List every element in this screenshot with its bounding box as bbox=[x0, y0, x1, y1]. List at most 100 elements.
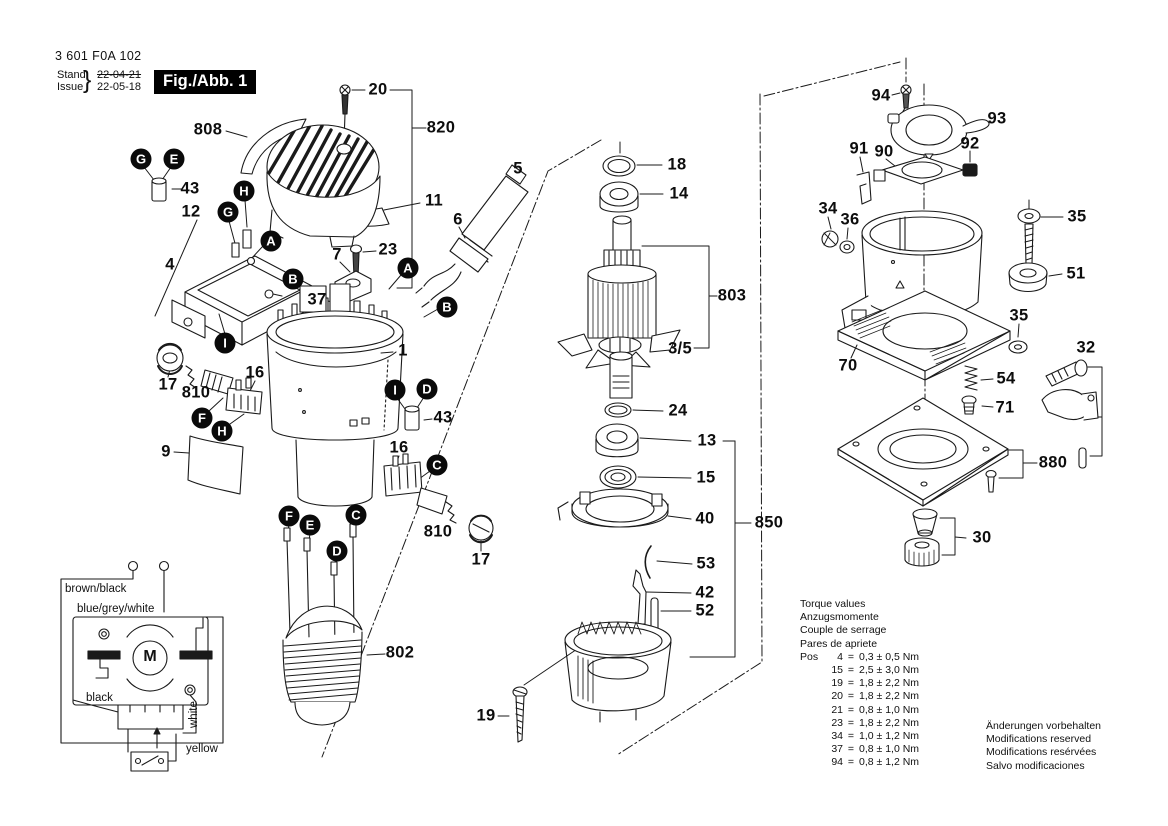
part-label-52: 52 bbox=[695, 601, 715, 620]
part-label-12: 12 bbox=[181, 202, 201, 221]
part-label-92: 92 bbox=[960, 134, 980, 153]
connector-balloon-I: I bbox=[384, 379, 406, 401]
armature-column-drawing bbox=[557, 155, 681, 633]
part-label-43: 43 bbox=[433, 408, 453, 427]
wire-label-black: black bbox=[86, 692, 113, 704]
screw-19-drawing bbox=[512, 686, 528, 743]
part-label-9: 9 bbox=[161, 442, 171, 461]
connector-balloon-F: F bbox=[278, 505, 300, 527]
part-label-5: 5 bbox=[513, 159, 523, 178]
connector-balloon-C: C bbox=[426, 454, 448, 476]
part-label-803: 803 bbox=[717, 286, 747, 305]
bearing-housing-drawing bbox=[564, 621, 672, 723]
part-label-40: 40 bbox=[695, 509, 715, 528]
motor-symbol-label: M bbox=[143, 648, 157, 665]
connector-balloon-D: D bbox=[416, 378, 438, 400]
brush-set-left-drawing bbox=[156, 343, 263, 415]
part-label-70: 70 bbox=[838, 356, 858, 375]
part-label-16: 16 bbox=[389, 438, 409, 457]
part-label-51: 51 bbox=[1066, 264, 1086, 283]
part-label-94: 94 bbox=[871, 86, 891, 105]
torque-row-pos-94: 94=0,8 ± 1,2 Nm bbox=[831, 756, 920, 769]
part-label-54: 54 bbox=[996, 369, 1016, 388]
connector-balloon-B: B bbox=[436, 296, 458, 318]
part-label-30: 30 bbox=[972, 528, 992, 547]
connector-balloon-B: B bbox=[282, 268, 304, 290]
connector-balloon-A: A bbox=[260, 230, 282, 252]
part-label-6: 6 bbox=[453, 210, 463, 229]
power-cord-drawing bbox=[415, 164, 529, 308]
part-label-11: 11 bbox=[424, 191, 444, 210]
torque-table-title-line: Anzugsmomente bbox=[800, 611, 879, 624]
wiring-schematic-drawing bbox=[60, 560, 224, 772]
part-label-36: 36 bbox=[840, 210, 860, 229]
part-label-850: 850 bbox=[754, 513, 784, 532]
wire-label-yellow: yellow bbox=[186, 743, 218, 755]
router-base-drawing bbox=[821, 84, 1099, 567]
torque-row-pos-21: 21=0,8 ± 1,0 Nm bbox=[831, 703, 920, 716]
data-plate-drawing bbox=[187, 435, 244, 495]
brace-glyph: } bbox=[83, 66, 92, 94]
part-label-24: 24 bbox=[668, 401, 688, 420]
torque-row-pos-34: 34=1,0 ± 1,2 Nm bbox=[831, 730, 920, 743]
field-coil-drawing bbox=[282, 523, 363, 726]
motor-cover-drawing bbox=[240, 84, 390, 248]
connector-balloon-C: C bbox=[345, 504, 367, 526]
torque-row-pos-23: 23=1,8 ± 2,2 Nm bbox=[831, 716, 920, 729]
connector-balloon-E: E bbox=[299, 514, 321, 536]
wire-label-brown-black: brown/black bbox=[65, 583, 127, 595]
part-label-23: 23 bbox=[378, 240, 398, 259]
part-label-53: 53 bbox=[696, 554, 716, 573]
revision-dates: 22-04-21 22-05-18 bbox=[97, 69, 142, 93]
notice-line: Modifications resérvées bbox=[986, 746, 1097, 759]
wire-label-blue-grey-white: blue/grey/white bbox=[77, 603, 155, 615]
part-label-93: 93 bbox=[987, 109, 1007, 128]
part-label-17: 17 bbox=[158, 375, 178, 394]
connector-balloon-A: A bbox=[397, 257, 419, 279]
connector-balloon-H: H bbox=[211, 420, 233, 442]
torque-row-pos-37: 37=0,8 ± 1,0 Nm bbox=[831, 743, 920, 756]
connector-balloon-E: E bbox=[163, 148, 185, 170]
notice-line: Modifications reserved bbox=[986, 733, 1092, 746]
part-label-13: 13 bbox=[697, 431, 717, 450]
part-label-71: 71 bbox=[995, 398, 1015, 417]
document-part-number: 3 601 F0A 102 bbox=[55, 49, 142, 63]
part-label-18: 18 bbox=[667, 155, 687, 174]
connector-balloon-G: G bbox=[130, 148, 152, 170]
part-label-91: 91 bbox=[849, 139, 869, 158]
part-label-20: 20 bbox=[368, 80, 388, 99]
part-label-37: 37 bbox=[307, 290, 327, 309]
part-label-32: 32 bbox=[1076, 338, 1096, 357]
torque-row-pos-19: 19=1,8 ± 2,2 Nm bbox=[831, 677, 920, 690]
part-label-34: 34 bbox=[818, 199, 838, 218]
date-current: 22-05-18 bbox=[97, 80, 142, 93]
part-label-3-5: 3/5 bbox=[668, 339, 692, 358]
torque-table-title-line: Pares de apriete bbox=[800, 637, 878, 650]
part-label-802: 802 bbox=[385, 643, 415, 662]
stand-label: Stand bbox=[57, 69, 86, 81]
part-label-19: 19 bbox=[476, 706, 496, 725]
part-label-17: 17 bbox=[471, 550, 491, 569]
motor-housing-drawing bbox=[266, 283, 404, 507]
connector-balloon-G: G bbox=[217, 201, 239, 223]
wire-label-white: white bbox=[188, 701, 200, 728]
part-label-820: 820 bbox=[426, 118, 456, 137]
brush-set-lower-drawing bbox=[383, 405, 494, 544]
connector-balloon-F: F bbox=[191, 407, 213, 429]
stand-issue-labels: Stand Issue bbox=[57, 69, 86, 93]
part-label-880: 880 bbox=[1038, 453, 1068, 472]
part-label-42: 42 bbox=[695, 583, 715, 602]
part-label-4: 4 bbox=[165, 255, 175, 274]
part-label-35: 35 bbox=[1067, 207, 1087, 226]
connector-balloon-I: I bbox=[214, 332, 236, 354]
part-label-1: 1 bbox=[398, 341, 408, 360]
part-label-90: 90 bbox=[874, 142, 894, 161]
part-label-808: 808 bbox=[193, 120, 223, 139]
part-label-7: 7 bbox=[332, 245, 342, 264]
figure-label-badge: Fig./Abb. 1 bbox=[154, 70, 257, 94]
